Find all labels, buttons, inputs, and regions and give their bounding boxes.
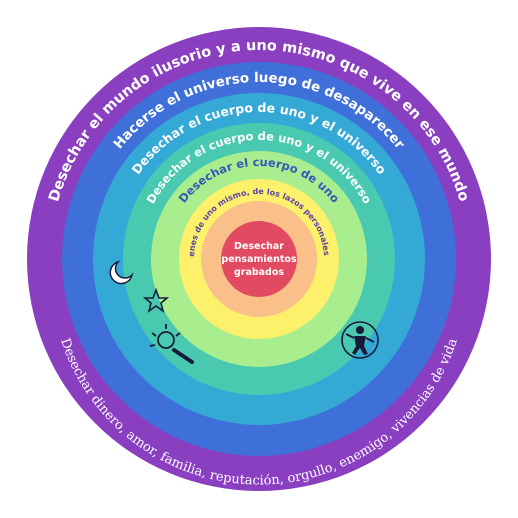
center-line-3: grabados	[234, 267, 284, 278]
moon-icon	[109, 260, 134, 285]
star-icon	[142, 287, 170, 313]
center-circle	[221, 221, 297, 297]
person-icon	[341, 321, 379, 359]
sun-icon	[149, 324, 194, 364]
center-circle-text: Desechar pensamientos grabados	[221, 241, 297, 278]
center-line-1: Desechar	[234, 241, 284, 252]
center-line-2: pensamientos	[221, 254, 297, 265]
